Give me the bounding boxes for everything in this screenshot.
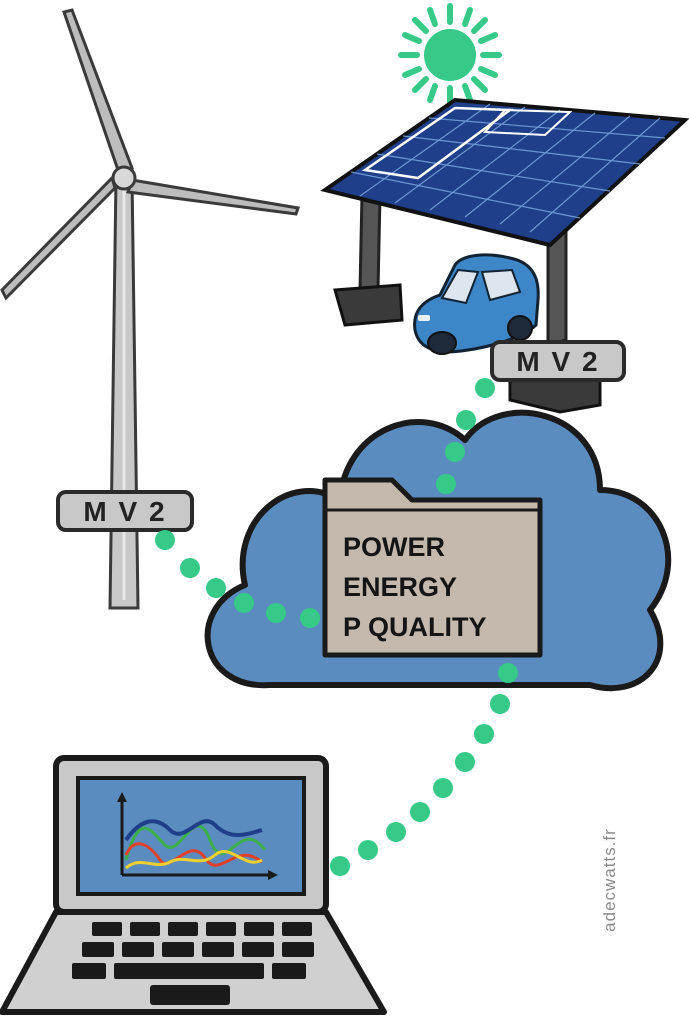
electric-car-icon (413, 253, 540, 355)
laptop-link-dots (330, 663, 518, 876)
mini-chart-icon (117, 792, 278, 880)
solar-meter-badge: M V 2 (490, 340, 626, 382)
laptop (0, 755, 387, 1015)
data-folder-icon: POWER ENERGY P QUALITY (322, 477, 543, 658)
solar-meter-label: M V 2 (516, 346, 599, 377)
wind-meter-badge: M V 2 (56, 490, 194, 532)
solar-carport (320, 97, 689, 414)
wind-turbine (0, 8, 300, 610)
wind-meter-label: M V 2 (83, 496, 166, 527)
sun-icon (398, 3, 502, 107)
watermark: adecwatts.fr (600, 828, 619, 932)
folder-line-power: POWER (343, 532, 445, 562)
folder-line-energy: ENERGY (343, 572, 457, 602)
folder-line-quality: P QUALITY (343, 612, 487, 642)
solar-link-dots (436, 378, 495, 494)
wind-link-dots (155, 530, 320, 628)
watermark-text: adecwatts.fr (600, 828, 619, 932)
